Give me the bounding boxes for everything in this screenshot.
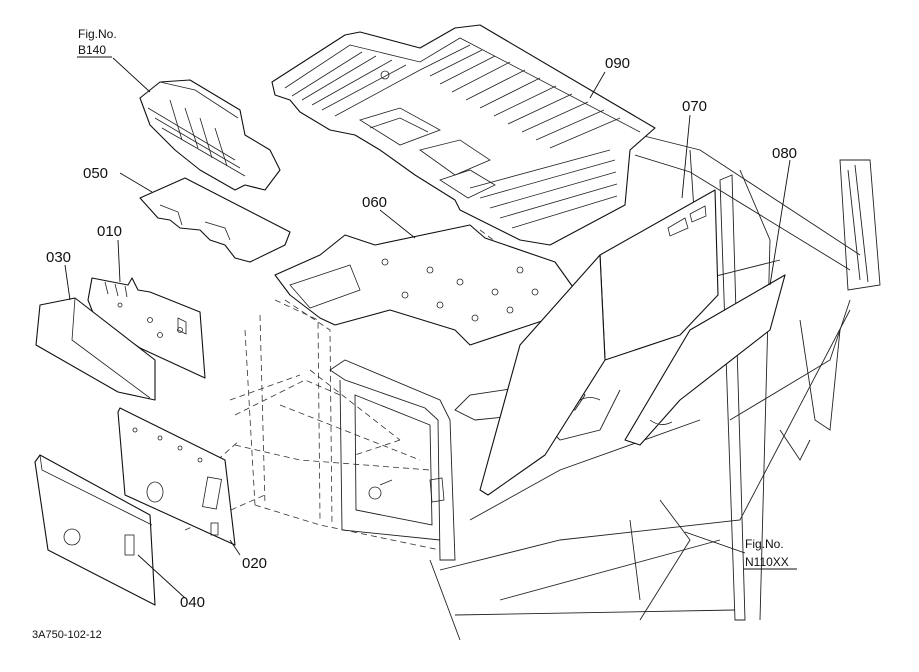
part-080-panel: [624, 274, 786, 446]
label-070: 070: [682, 98, 707, 115]
part-020-panel: [117, 407, 236, 546]
label-040: 040: [180, 594, 205, 611]
part-050-plate: [139, 177, 291, 263]
part-090-floor-mat: [271, 24, 656, 246]
label-060: 060: [362, 194, 387, 211]
drawing-code: 3A750-102-12: [32, 629, 102, 641]
label-030: 030: [46, 249, 71, 266]
cab-frame: [184, 134, 881, 641]
label-090: 090: [605, 55, 630, 72]
label-020: 020: [242, 555, 267, 572]
label-010: 010: [97, 223, 122, 240]
leader-lines: [64, 57, 791, 599]
fig-ref-b140-line1: Fig.No.: [78, 27, 117, 41]
part-030-pad: [35, 297, 156, 401]
part-060-floor-plate: [274, 224, 576, 346]
label-050: 050: [83, 165, 108, 182]
fig-ref-n110xx-line2: N110XX: [745, 555, 789, 569]
fig-ref-b140-line2: B140: [78, 43, 106, 57]
part-040-pad: [34, 454, 156, 606]
label-080: 080: [772, 145, 797, 162]
ref-b140-component: [139, 79, 281, 191]
figure-ref-b140: Fig.No. B140: [77, 27, 117, 58]
part-070-side-panel: [479, 189, 719, 496]
figure-ref-n110xx: Fig.No. N110XX: [744, 537, 797, 570]
fig-ref-n110xx-line1: Fig.No.: [745, 537, 784, 551]
